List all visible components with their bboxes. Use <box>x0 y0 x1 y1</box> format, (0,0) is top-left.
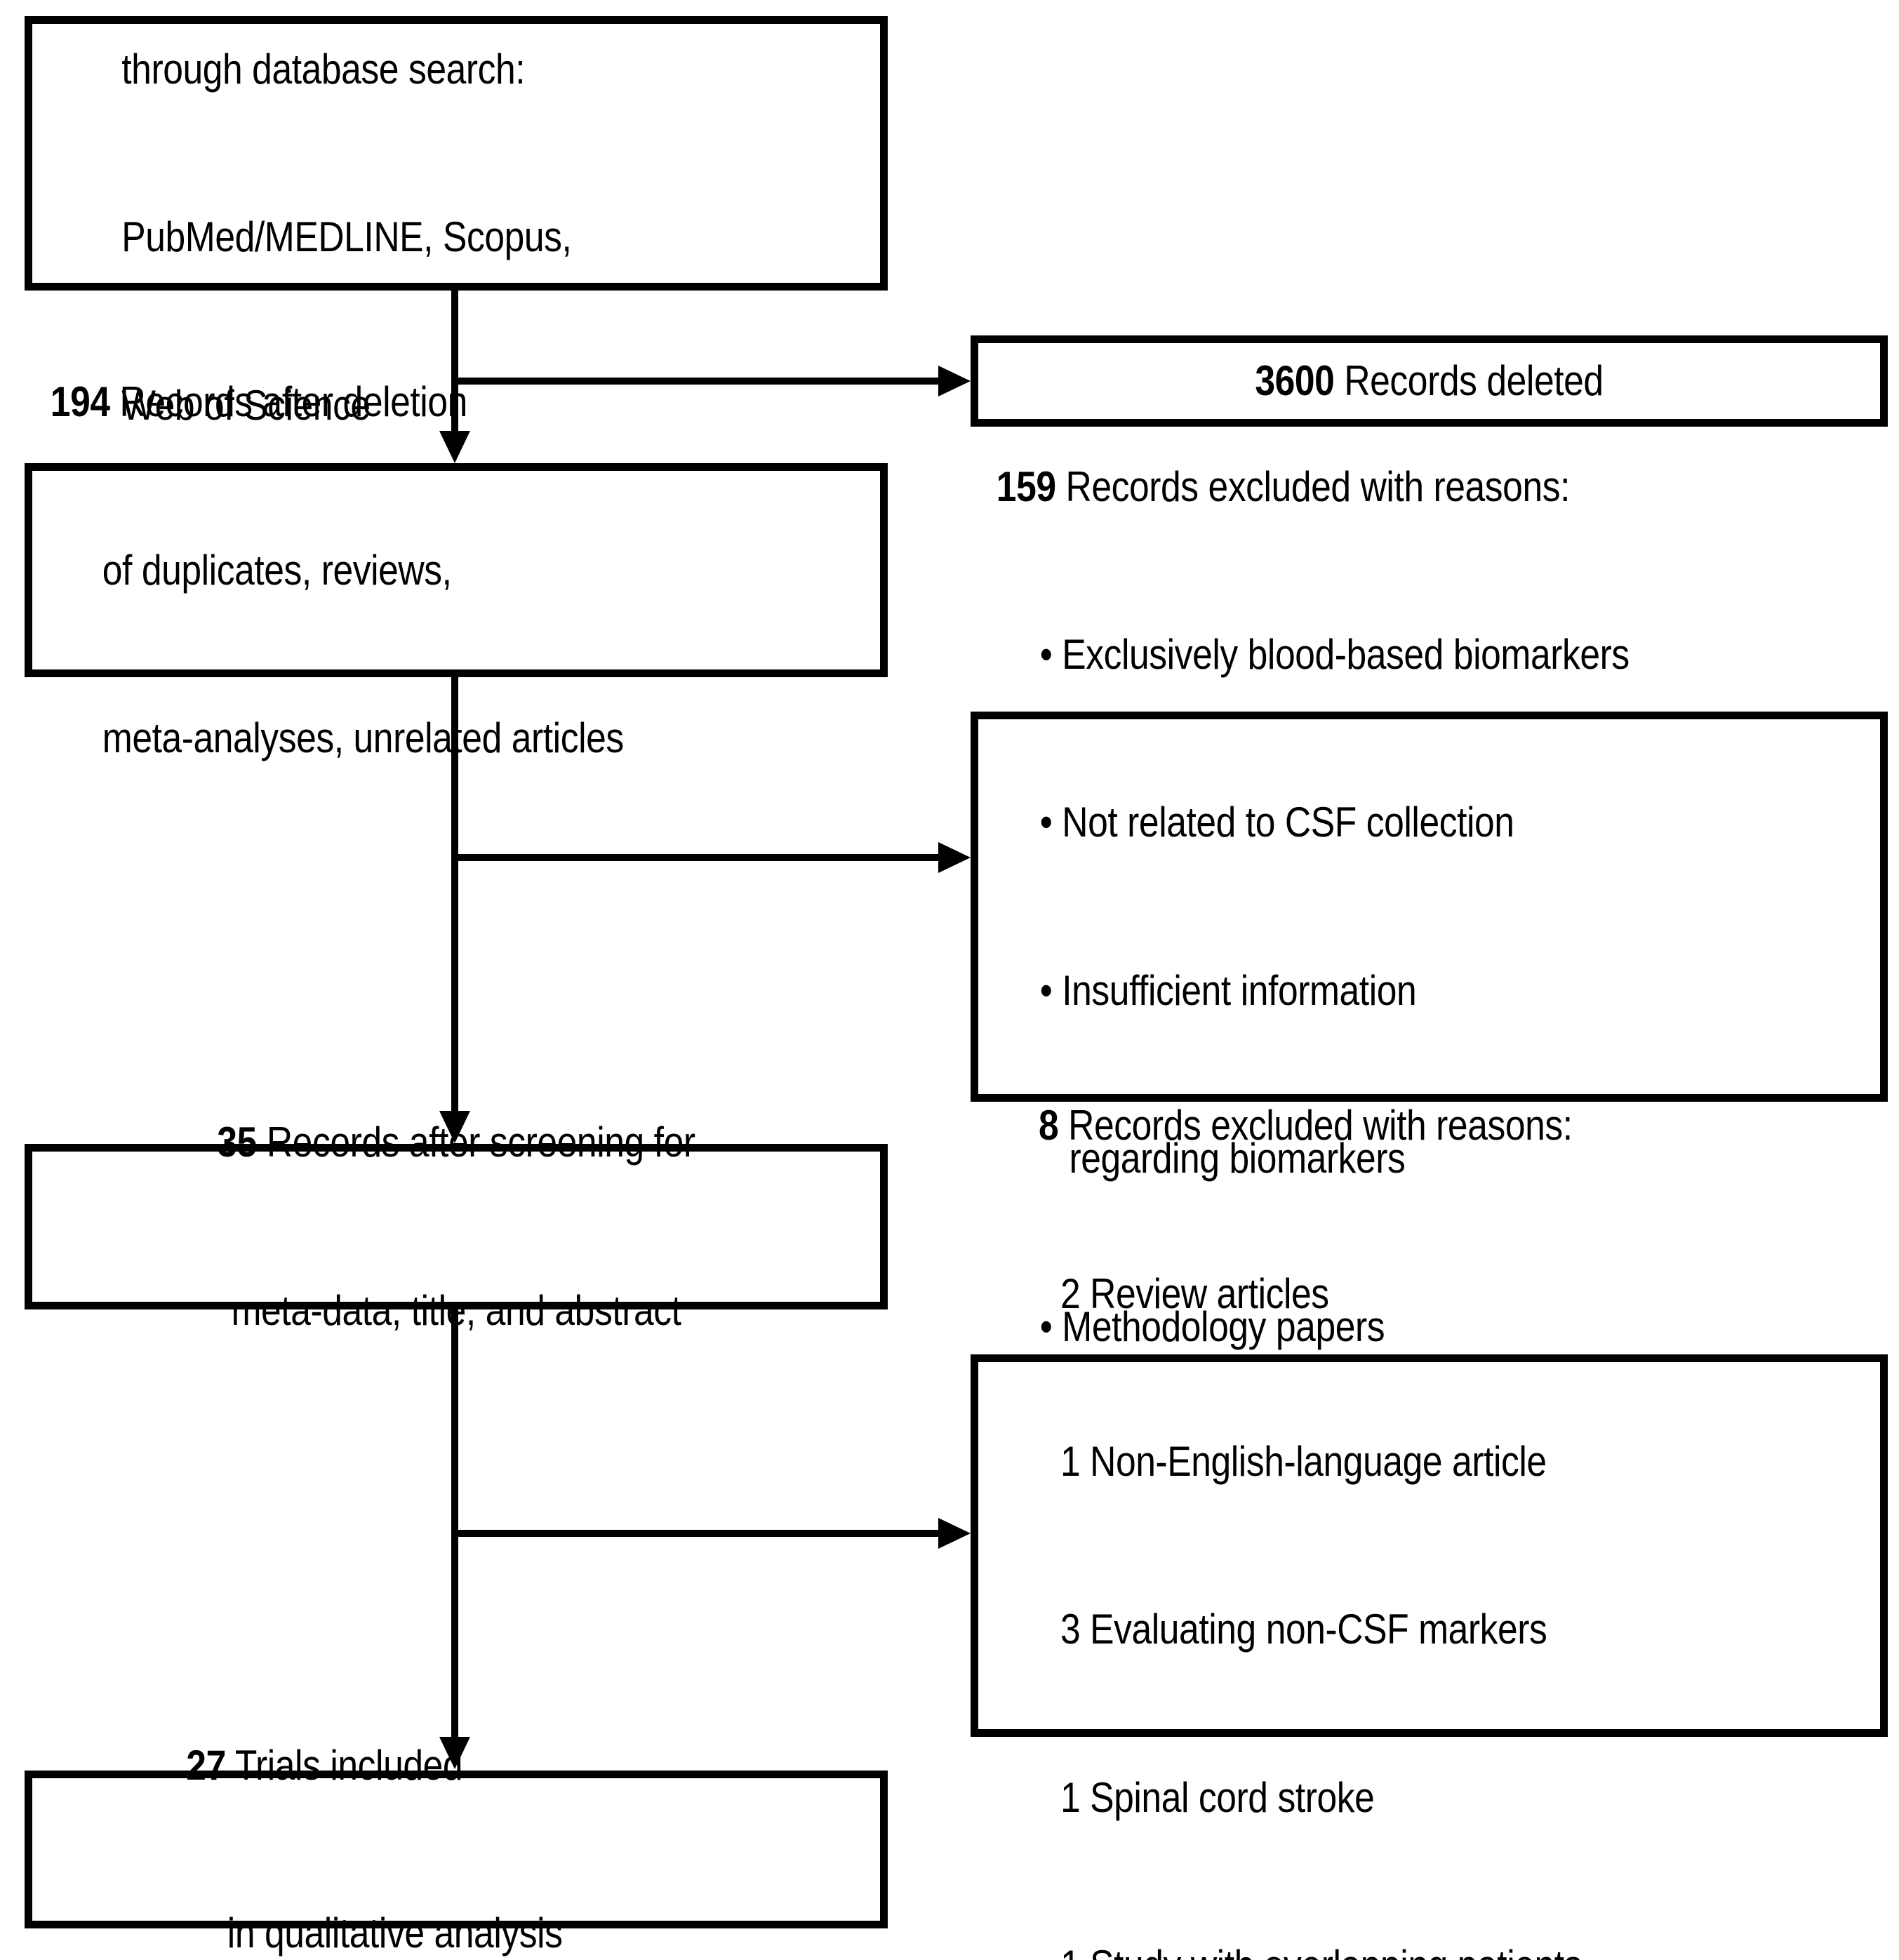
records-excluded-8-reason-3: 3 Evaluating non-CSF markers <box>1060 1606 1547 1653</box>
records-excluded-159-reason-4: regarding biomarkers <box>1039 1135 1406 1182</box>
box-records-after-screening-text: 35 Records after screening for meta-data… <box>92 1003 821 1451</box>
box-records-after-deletion: 194 Records after deletion of duplicates… <box>25 378 888 761</box>
records-excluded-159-count: 159 <box>996 462 1056 510</box>
records-excluded-8-reason-2: 1 Non-English-language article <box>1060 1437 1547 1485</box>
records-excluded-159-header: Records excluded with reasons: <box>1065 462 1571 510</box>
records-excluded-159-reason-1: • Exclusively blood-based biomarkers <box>1039 631 1630 679</box>
arrow-down-to-after-deletion <box>439 431 470 463</box>
box-records-excluded-159-text: 159 Records excluded with reasons: • Exc… <box>978 347 1754 1467</box>
records-after-deletion-line1: Records after deletion <box>119 378 468 426</box>
records-after-deletion-line3: meta-analyses, unrelated articles <box>102 714 624 761</box>
records-deleted-count: 3600 <box>1255 357 1335 405</box>
records-excluded-159-reason-2: • Not related to CSF collection <box>1039 799 1514 846</box>
records-identified-line2: through database search: <box>121 45 526 93</box>
box-records-identified: 3794 Records identified through database… <box>25 16 888 429</box>
records-excluded-159-reason-3: • Insufficient information <box>1039 966 1417 1014</box>
records-after-deletion-line2: of duplicates, reviews, <box>102 546 452 594</box>
arrow-right-to-deleted <box>938 366 971 396</box>
records-after-screening-count: 35 <box>217 1119 257 1166</box>
box-records-identified-text: 3794 Records identified through database… <box>32 0 761 545</box>
records-identified-line4: Web of Science <box>121 381 371 429</box>
records-excluded-159-reason-5: • Methodology papers <box>1039 1302 1385 1350</box>
box-records-excluded-8-text: 8 Records excluded with reasons: 2 Revie… <box>978 986 1754 1960</box>
records-after-deletion-count: 194 <box>50 378 110 426</box>
box-records-excluded-8: 8 Records excluded with reasons: 2 Revie… <box>971 1102 1888 1960</box>
arrow-right-to-excluded-8 <box>938 1518 971 1549</box>
connector-trunk-3 <box>451 1309 458 1739</box>
records-excluded-8-reason-1: 2 Review articles <box>1060 1269 1329 1317</box>
box-trials-included: 27 Trials included in qualitative analys… <box>25 1742 888 1956</box>
box-records-deleted: 3600 Records deleted <box>971 335 1888 427</box>
box-records-deleted-text: 3600 Records deleted <box>1041 241 1817 521</box>
records-after-screening-line2: meta-data, title, and abstract <box>231 1286 681 1334</box>
arrow-down-to-trials-included <box>439 1737 470 1769</box>
trials-included-count: 27 <box>186 1741 226 1789</box>
box-records-after-deletion-text: 194 Records after deletion of duplicates… <box>32 262 761 879</box>
box-trials-included-text: 27 Trials included in qualitative analys… <box>32 1625 761 1960</box>
records-excluded-8-reason-5: 1 Study with overlapping patients <box>1039 1938 1735 1960</box>
records-excluded-8-count: 8 <box>1039 1102 1059 1149</box>
records-identified-line3: PubMed/MEDLINE, Scopus, <box>121 213 572 261</box>
connector-trunk-1 <box>451 291 458 434</box>
arrow-down-to-after-screening <box>439 1111 470 1143</box>
connector-branch-to-excluded-8 <box>451 1530 942 1537</box>
trials-included-line2: in qualitative analysis <box>227 1909 563 1957</box>
connector-branch-to-excluded-159 <box>451 854 942 861</box>
connector-branch-to-deleted <box>451 378 942 385</box>
connector-trunk-2 <box>451 677 458 1113</box>
box-records-after-screening: 35 Records after screening for meta-data… <box>25 1119 888 1334</box>
records-deleted-label: Records deleted <box>1344 357 1604 405</box>
box-records-excluded-159: 159 Records excluded with reasons: • Exc… <box>971 463 1888 1350</box>
trials-included-line1: Trials included <box>234 1741 463 1789</box>
records-excluded-8-reason-4: 1 Spinal cord stroke <box>1060 1773 1375 1821</box>
records-excluded-8-header: Records excluded with reasons: <box>1068 1102 1573 1149</box>
records-after-screening-line1: Records after screening for <box>266 1119 695 1166</box>
arrow-right-to-excluded-159 <box>938 842 971 873</box>
